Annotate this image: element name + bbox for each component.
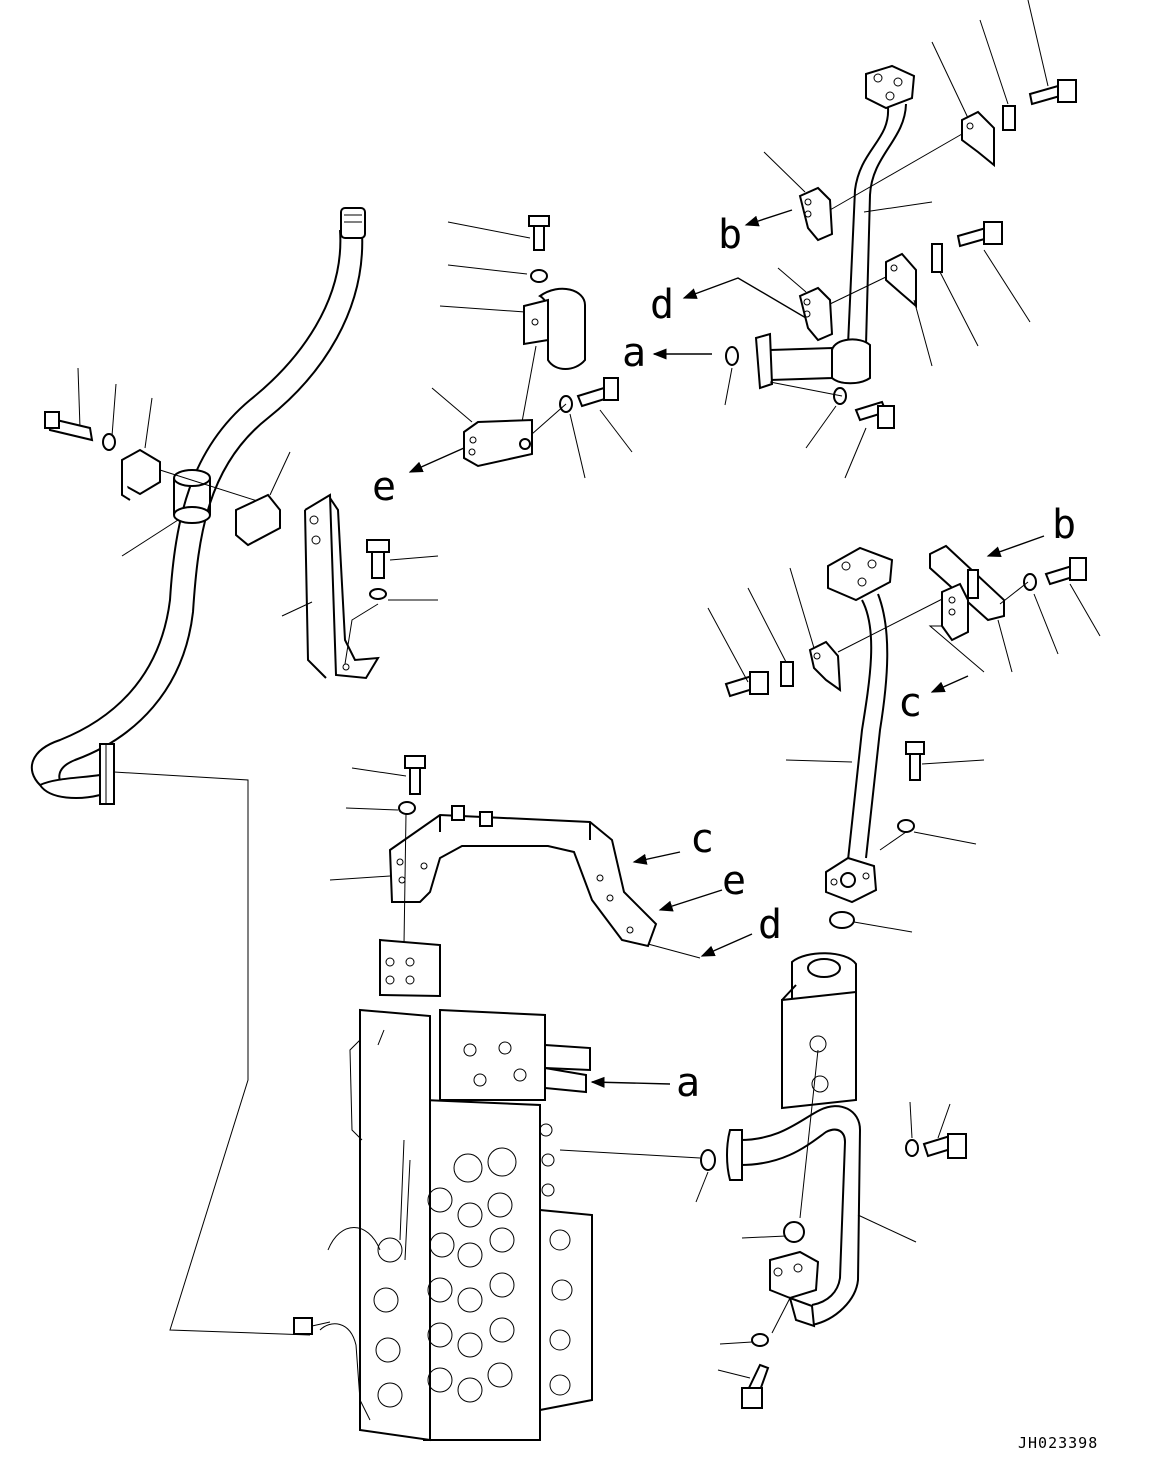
label-d-top: d xyxy=(650,282,674,328)
label-c-right: c xyxy=(898,680,922,726)
block-and-lower-pipe xyxy=(559,911,967,1409)
center-bracket xyxy=(329,755,701,959)
clamp-upper-center xyxy=(431,215,633,479)
control-valve xyxy=(293,938,593,1442)
clamp-left xyxy=(44,367,291,557)
label-a-top: a xyxy=(622,330,646,376)
label-a-valve: a xyxy=(676,1060,700,1106)
pipe-upper-right xyxy=(724,0,1077,479)
drawing-code: JH023398 xyxy=(1018,1434,1098,1452)
label-b-top: b xyxy=(718,212,742,258)
label-d-center: d xyxy=(758,902,782,948)
label-e-center: e xyxy=(722,858,746,904)
reference-labels: b d a e b c c e d a xyxy=(372,212,1076,1106)
label-b-right: b xyxy=(1052,502,1076,548)
reference-arrows xyxy=(408,209,1045,1088)
long-hose-left xyxy=(30,207,366,805)
pipe-middle-right xyxy=(707,544,1101,904)
label-c-center: c xyxy=(690,816,714,862)
label-e-left: e xyxy=(372,464,396,510)
bracket-left xyxy=(281,493,439,680)
